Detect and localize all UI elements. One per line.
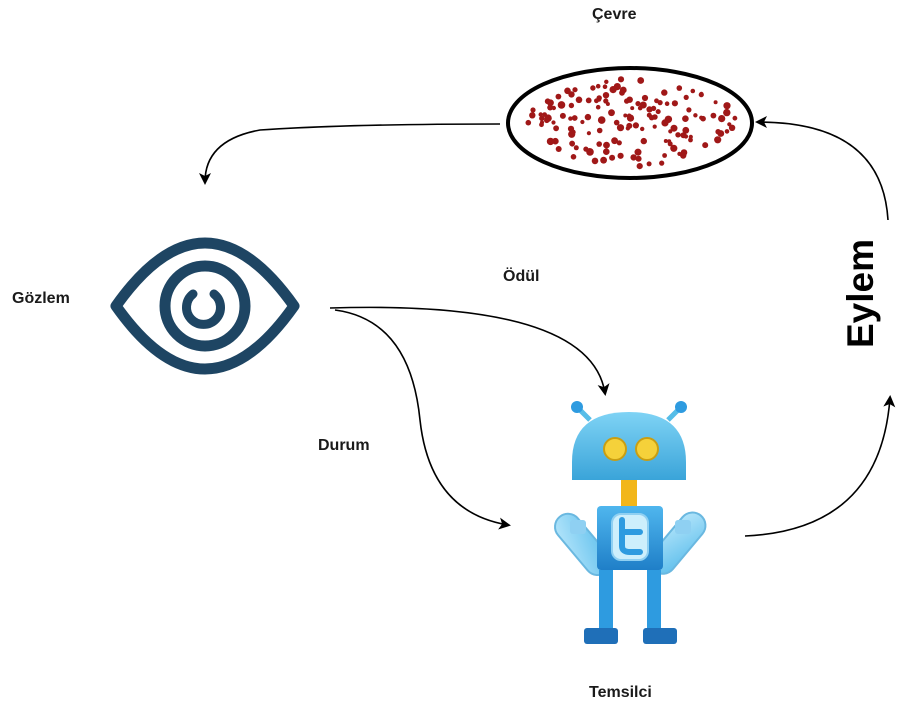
arrow-agent-to-action [745,398,890,536]
arrow-env-to-observation [205,124,500,182]
environment-icon [508,68,752,178]
state-label: Durum [318,437,370,455]
action-label: Eylem [840,288,882,348]
arrow-observation-to-reward [330,307,605,393]
reward-label: Ödül [503,268,539,286]
agent-label: Temsilci [589,684,652,702]
eye-icon [116,243,294,369]
observation-label: Gözlem [12,290,70,308]
arrow-observation-to-state [335,310,508,525]
twitter-robot-icon [550,401,711,644]
environment-label: Çevre [592,6,636,24]
arrow-action-to-env [758,122,888,220]
